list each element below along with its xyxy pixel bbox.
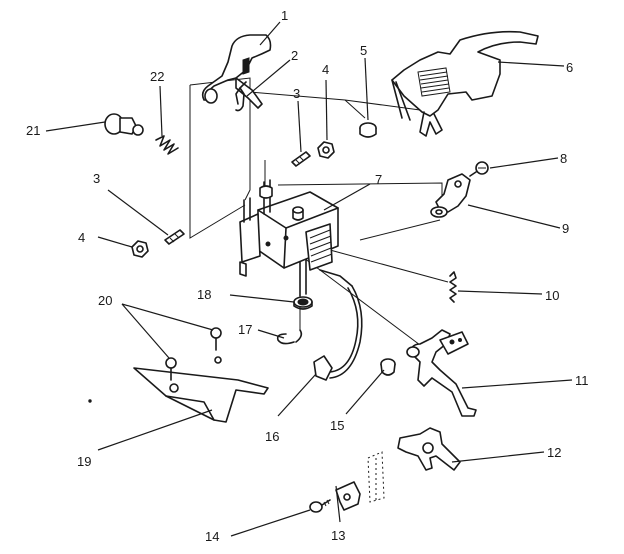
callout-labels: 1 2 3 3 4 4 5 6 7 8 9 10 11 12 13 14 15 … — [26, 8, 589, 544]
callout-14: 14 — [205, 529, 219, 544]
part-3-pin-upper — [291, 151, 311, 167]
callout-19: 19 — [77, 454, 91, 469]
callout-7: 7 — [375, 172, 382, 187]
part-15-cap — [380, 358, 396, 376]
callout-leaders — [45, 21, 573, 537]
part-6-switch-housing — [391, 30, 539, 137]
callout-3-lower: 3 — [93, 171, 100, 186]
callout-22: 22 — [150, 69, 164, 84]
part-7-solenoid-body — [239, 179, 353, 297]
part-11-lever — [406, 329, 477, 417]
part-1-trigger — [201, 34, 272, 109]
part-2-spring-clip — [235, 81, 247, 112]
part-12-latch — [367, 427, 461, 503]
callout-21: 21 — [26, 123, 40, 138]
part-8-screw — [469, 161, 489, 177]
part-20-screws — [165, 327, 222, 381]
part-5-button — [359, 122, 377, 138]
part-9-bracket — [430, 173, 471, 218]
part-19-base-plate — [133, 356, 269, 423]
callout-4-upper: 4 — [322, 62, 329, 77]
part-21-knob — [104, 113, 144, 136]
callout-20: 20 — [98, 293, 112, 308]
callout-17: 17 — [238, 322, 252, 337]
callout-5: 5 — [360, 43, 367, 58]
callout-16: 16 — [265, 429, 279, 444]
part-13-clip — [335, 481, 361, 511]
part-14-screw — [309, 499, 331, 513]
part-10-spring — [449, 271, 457, 303]
callout-12: 12 — [547, 445, 561, 460]
callout-13: 13 — [331, 528, 345, 543]
callout-4-lower: 4 — [78, 230, 85, 245]
callout-18: 18 — [197, 287, 211, 302]
callout-11: 11 — [575, 373, 589, 388]
callout-3-upper: 3 — [293, 86, 300, 101]
assembly-guide-lines — [189, 77, 449, 346]
part-22-spring — [155, 135, 179, 155]
stray-dot — [88, 399, 92, 403]
part-4-nut-upper — [317, 141, 335, 159]
callout-8: 8 — [560, 151, 567, 166]
callout-2: 2 — [291, 48, 298, 63]
callout-15: 15 — [330, 418, 344, 433]
callout-1: 1 — [281, 8, 288, 23]
callout-9: 9 — [562, 221, 569, 236]
part-17-retaining-ring — [276, 329, 303, 345]
part-16-wire-lead — [313, 285, 363, 381]
callout-10: 10 — [545, 288, 559, 303]
callout-6: 6 — [566, 60, 573, 75]
part-3-pin-lower — [164, 229, 185, 245]
part-4-nut-lower — [131, 240, 149, 258]
part-18-washer — [293, 296, 313, 310]
